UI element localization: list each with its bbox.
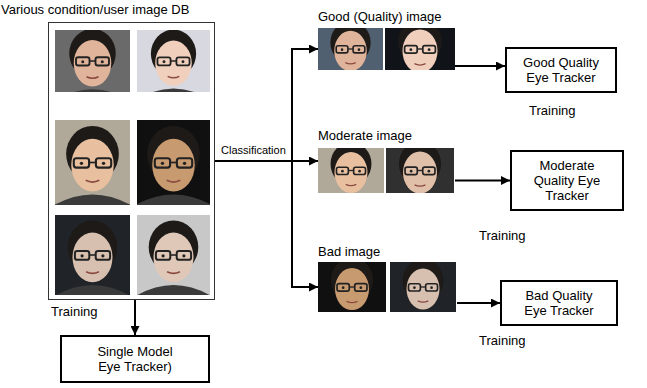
face-photo	[57, 221, 129, 295]
edge-label: Training	[528, 103, 576, 118]
photo-ground	[137, 215, 210, 295]
face-photo	[389, 141, 450, 204]
image-heading: Various condition/user image DB	[1, 2, 189, 17]
image-db-box: Various condition/user image DB	[48, 22, 215, 300]
edge-label: Training	[478, 333, 526, 348]
arrow-connector	[455, 65, 505, 67]
arrow-connector	[215, 49, 318, 161]
tracker-box: Single Model Eye Tracker)	[60, 335, 210, 383]
image-heading: Moderate image	[318, 128, 412, 143]
arrow-connector	[455, 180, 510, 182]
arrow-connector	[457, 302, 500, 304]
box-label: Good Quality Eye Tracker	[517, 55, 605, 85]
face-photo	[321, 21, 380, 81]
photo-ground	[55, 120, 130, 205]
face-photo	[135, 126, 212, 205]
tracker-box: Bad Quality Eye Tracker	[500, 280, 618, 326]
face-photo	[54, 126, 131, 205]
edge-label: Training	[50, 304, 98, 319]
tracker-box: Moderate Quality Eye Tracker	[510, 150, 624, 211]
box-label: Single Model Eye Tracker)	[90, 344, 180, 374]
box-label: Moderate Quality Eye Tracker	[524, 158, 610, 203]
face-photo	[59, 29, 127, 99]
photo-ground	[55, 215, 130, 295]
classification-label: Classification	[220, 144, 287, 157]
connectors	[135, 49, 510, 335]
tracker-box: Good Quality Eye Tracker	[505, 47, 617, 93]
face-photo	[393, 259, 452, 320]
face-photo	[389, 19, 452, 84]
box-label: Bad Quality Eye Tracker	[518, 288, 600, 318]
image-group: Moderate image	[318, 148, 455, 193]
arrow-connector	[215, 161, 318, 287]
arrow-connector	[134, 300, 136, 335]
face-photo	[321, 142, 380, 203]
face-photo	[321, 258, 382, 321]
image-group: Good (Quality) image	[318, 28, 455, 70]
face-photo	[138, 221, 210, 295]
face-photo	[141, 30, 207, 98]
face-photos	[54, 19, 456, 321]
image-heading: Good (Quality) image	[318, 9, 442, 24]
edge-label: Training	[478, 228, 526, 243]
image-group: Bad image	[318, 262, 457, 312]
image-heading: Bad image	[318, 244, 380, 259]
